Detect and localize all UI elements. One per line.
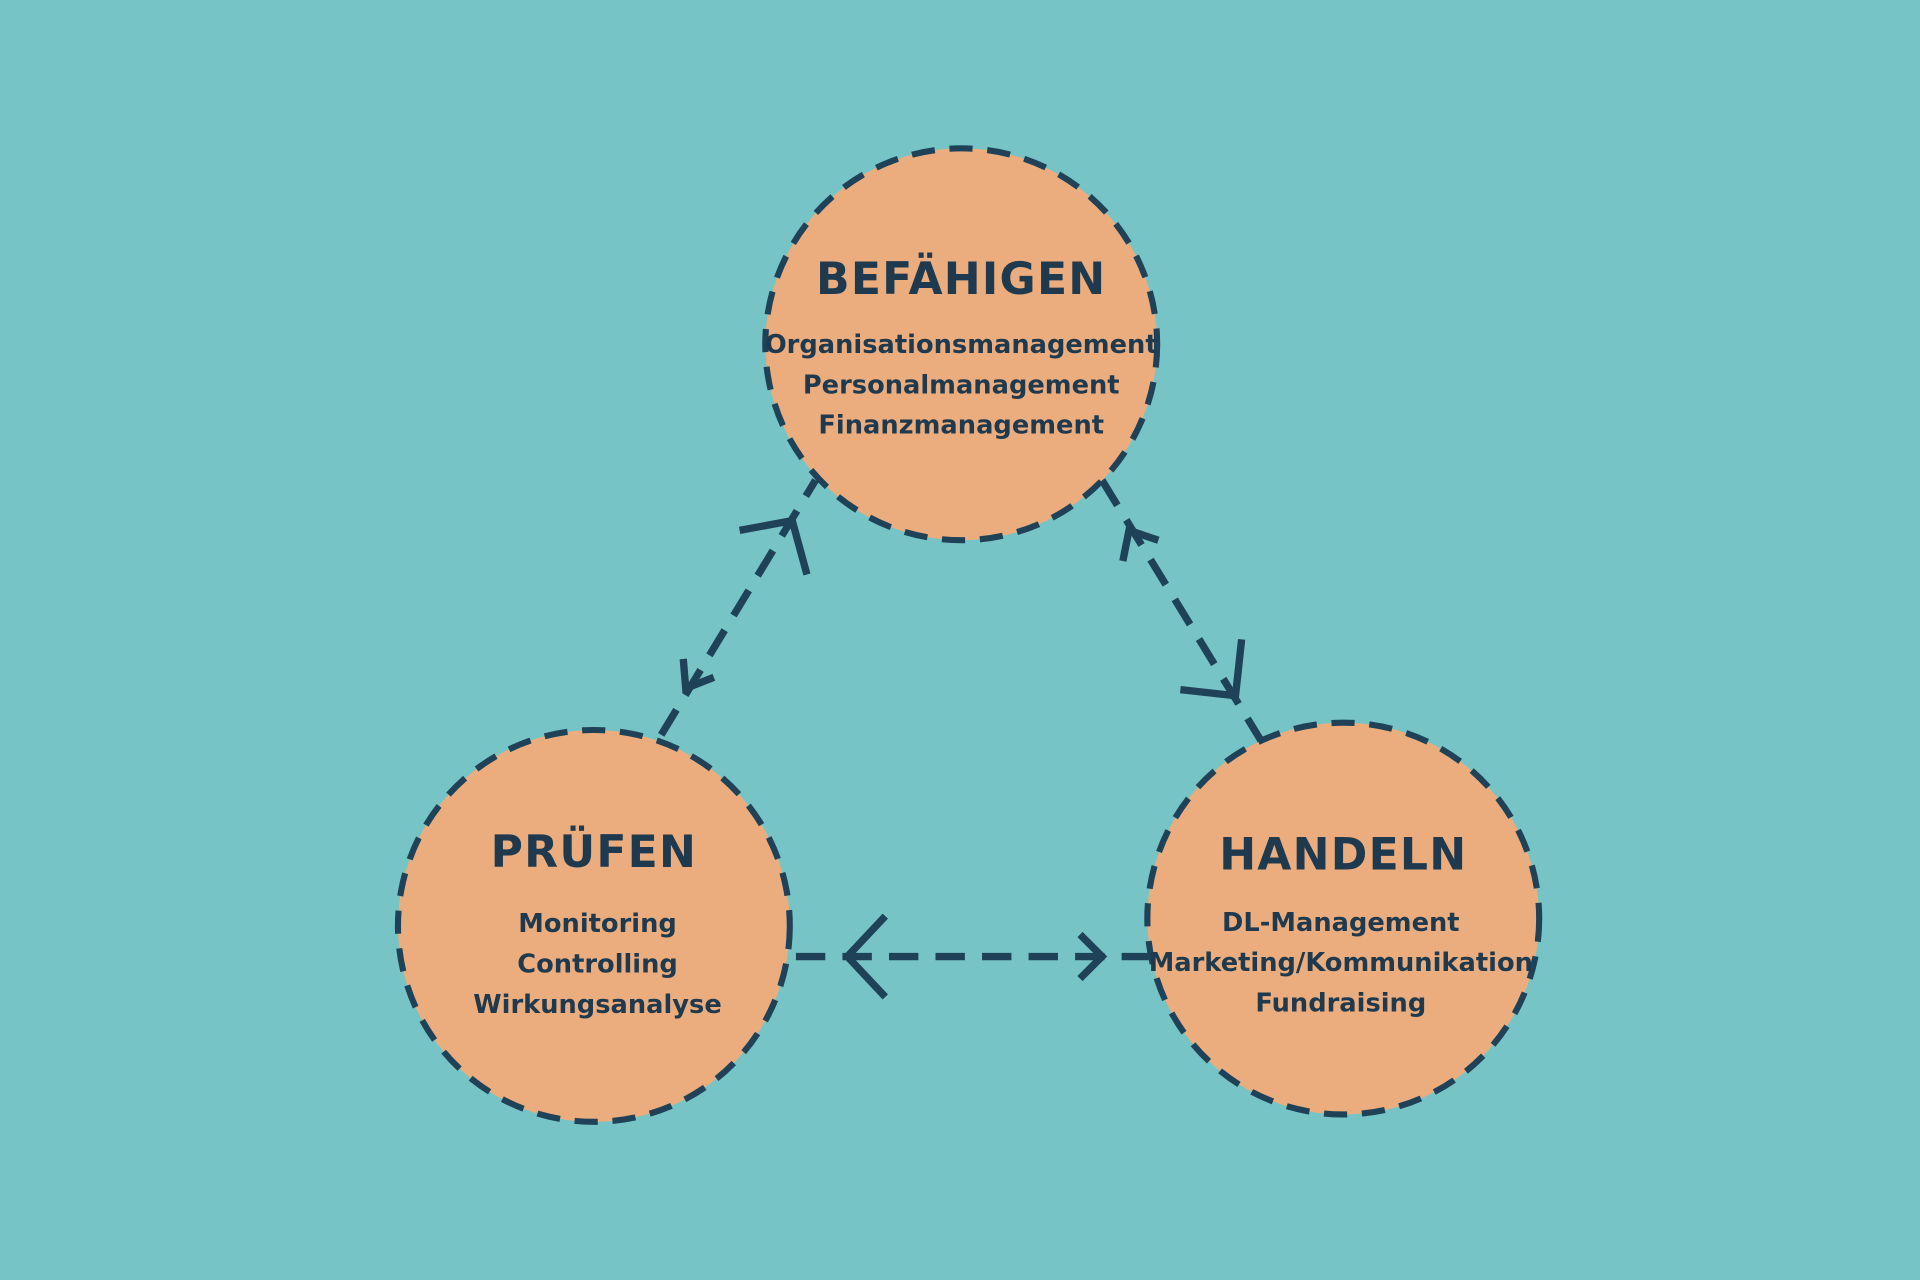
node-circle <box>394 726 793 1125</box>
node-title: BEFÄHIGEN <box>816 252 1106 305</box>
arrowhead-small <box>679 658 716 694</box>
node-pruefen: PRÜFEN Monitoring Controlling Wirkungsan… <box>394 726 793 1125</box>
connector-top-right <box>1098 478 1265 743</box>
arrowhead-small <box>1119 525 1160 562</box>
node-item: Monitoring <box>518 909 676 939</box>
node-circle <box>762 145 1161 544</box>
node-item: Personalmanagement <box>803 370 1120 400</box>
arrowhead-small <box>1077 931 1108 982</box>
node-item: Marketing/Kommunikation <box>1149 948 1533 978</box>
node-handeln: HANDELN DL-Management Marketing/Kommunik… <box>1144 719 1543 1118</box>
node-title: PRÜFEN <box>491 825 697 878</box>
arrowhead-large <box>738 516 811 576</box>
arrowhead-large <box>1180 638 1246 700</box>
node-item: Controlling <box>517 949 678 979</box>
node-item: Wirkungsanalyse <box>473 990 722 1020</box>
node-circle <box>1144 719 1543 1118</box>
connector-left-right <box>795 913 1149 1000</box>
node-item: Finanzmanagement <box>818 411 1104 441</box>
node-title: HANDELN <box>1219 830 1467 881</box>
node-befaehigen: BEFÄHIGEN Organisationsmanagement Person… <box>762 145 1161 544</box>
node-item: Organisationsmanagement <box>765 330 1158 360</box>
connector-left-top <box>658 478 819 737</box>
node-item: Fundraising <box>1255 989 1426 1019</box>
connector-line <box>1098 478 1265 743</box>
arrowhead-large <box>842 913 888 1000</box>
node-item: DL-Management <box>1222 908 1460 938</box>
